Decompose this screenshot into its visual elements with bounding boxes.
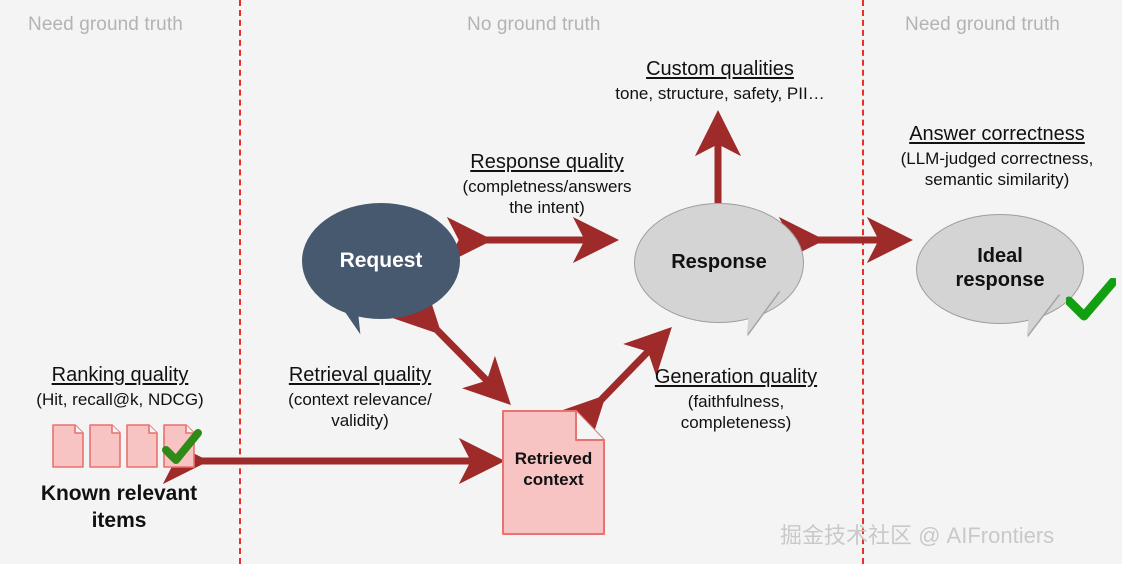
- node-ideal-response-label: Ideal response: [956, 245, 1045, 292]
- node-request[interactable]: Request: [302, 203, 460, 340]
- annotation-generation-quality: Generation quality (faithfulness, comple…: [640, 365, 832, 434]
- document-icon: [52, 424, 84, 468]
- watermark: 掘金技术社区 @ AIFrontiers: [780, 523, 1055, 548]
- node-retrieved-context-line: Retrieved: [514, 449, 593, 468]
- node-ideal-response-line: response: [955, 269, 1045, 291]
- annotation-subtitle-line: (context relevance/: [288, 390, 432, 410]
- annotation-subtitle-line: (Hit, recall@k, NDCG): [36, 390, 204, 410]
- annotation-subtitle: (context relevance/ validity): [260, 390, 460, 431]
- annotation-response-quality: Response quality (completness/answers th…: [440, 150, 654, 219]
- annotation-ranking-quality: Ranking quality (Hit, recall@k, NDCG): [6, 363, 234, 411]
- zone-divider-right: [862, 0, 864, 564]
- annotation-subtitle-line: the intent): [509, 198, 585, 218]
- known-items-line: Known relevant: [40, 482, 198, 505]
- annotation-subtitle: (Hit, recall@k, NDCG): [6, 390, 234, 411]
- document-icon: [502, 410, 605, 535]
- annotation-subtitle: (LLM-judged correctness, semantic simila…: [872, 149, 1122, 190]
- known-relevant-items-icons: [52, 424, 212, 468]
- annotation-subtitle: (completness/answers the intent): [440, 177, 654, 218]
- node-response[interactable]: Response: [634, 203, 804, 341]
- node-request-label: Request: [339, 248, 423, 272]
- annotation-answer-correctness: Answer correctness (LLM-judged correctne…: [872, 122, 1122, 191]
- annotation-subtitle-line: tone, structure, safety, PII…: [615, 84, 825, 104]
- green-check-icon: [162, 429, 202, 464]
- speech-tail-icon: [746, 287, 800, 341]
- zone-label-left: Need ground truth: [28, 14, 183, 35]
- green-check-icon: [1064, 277, 1118, 322]
- node-retrieved-context-label: Retrieved context: [502, 448, 605, 491]
- node-ideal-response[interactable]: Ideal response: [916, 214, 1084, 342]
- known-relevant-items-label: Known relevant items: [18, 480, 220, 535]
- annotation-title: Custom qualities: [646, 58, 794, 80]
- annotation-subtitle-line: validity): [331, 411, 389, 431]
- annotation-title: Ranking quality: [51, 364, 189, 386]
- zone-divider-left: [239, 0, 241, 564]
- zone-label-right: Need ground truth: [905, 14, 1060, 35]
- annotation-subtitle-line: completeness): [680, 413, 792, 433]
- known-items-line: items: [91, 509, 147, 533]
- annotation-custom-qualities: Custom qualities tone, structure, safety…: [592, 57, 848, 105]
- annotation-subtitle-line: (LLM-judged correctness,: [900, 149, 1094, 169]
- speech-tail-icon: [307, 286, 361, 340]
- annotation-subtitle: tone, structure, safety, PII…: [592, 84, 848, 105]
- annotation-retrieval-quality: Retrieval quality (context relevance/ va…: [260, 363, 460, 432]
- annotation-subtitle-line: (completness/answers: [462, 177, 632, 197]
- annotation-title: Response quality: [470, 151, 624, 173]
- annotation-subtitle-line: semantic similarity): [924, 170, 1070, 190]
- annotation-title: Generation quality: [654, 366, 818, 388]
- annotation-title: Retrieval quality: [288, 364, 432, 386]
- annotation-title: Answer correctness: [909, 123, 1085, 145]
- node-retrieved-context[interactable]: Retrieved context: [502, 410, 605, 535]
- zone-label-middle: No ground truth: [467, 14, 601, 35]
- node-ideal-response-line: Ideal: [977, 245, 1023, 268]
- annotation-subtitle: (faithfulness, completeness): [640, 392, 832, 433]
- document-icon: [126, 424, 158, 468]
- node-retrieved-context-line: context: [523, 470, 584, 490]
- annotation-subtitle-line: (faithfulness,: [687, 392, 785, 412]
- document-icon: [89, 424, 121, 468]
- node-response-label: Response: [671, 251, 767, 274]
